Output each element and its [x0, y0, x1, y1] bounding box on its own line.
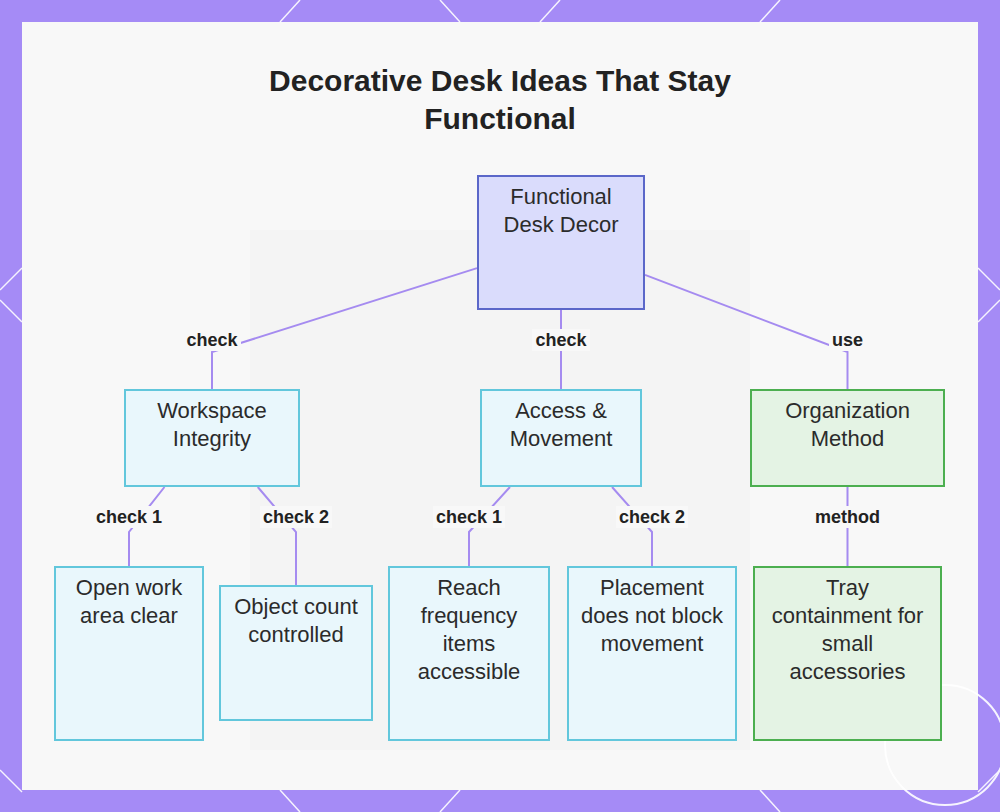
process-box: Access & Movement — [480, 389, 642, 487]
node-text: Tray containment for small accessories — [763, 574, 932, 686]
node-text: Open work area clear — [64, 574, 194, 630]
node-text: Access & Movement — [490, 397, 632, 453]
edge-label: check 2 — [260, 506, 332, 528]
process-box: Reach frequency items accessible — [388, 566, 550, 741]
process-box: Tray containment for small accessories — [753, 566, 942, 741]
edge-label: check — [532, 329, 589, 351]
connector-line — [212, 268, 477, 389]
connector-line — [645, 275, 848, 389]
edge-label: check 2 — [616, 506, 688, 528]
node-text: Reach frequency items accessible — [398, 574, 540, 686]
edge-label: check — [183, 329, 240, 351]
diagram-title: Decorative Desk Ideas That Stay Function… — [220, 62, 780, 138]
edge-label: check 1 — [93, 506, 165, 528]
node-text: Functional Desk Decor — [487, 183, 635, 239]
process-box: Workspace Integrity — [124, 389, 300, 487]
process-box: Open work area clear — [54, 566, 204, 741]
process-box: Object count controlled — [219, 585, 373, 721]
node-text: Workspace Integrity — [134, 397, 290, 453]
connector-line — [258, 487, 296, 585]
node-text: Organization Method — [760, 397, 935, 453]
edge-label: use — [829, 329, 866, 351]
edge-label: check 1 — [433, 506, 505, 528]
process-box: Organization Method — [750, 389, 945, 487]
edge-label: method — [812, 506, 883, 528]
node-text: Object count controlled — [229, 593, 363, 649]
process-box: Placement does not block movement — [567, 566, 737, 741]
node-text: Placement does not block movement — [577, 574, 727, 658]
root-box: Functional Desk Decor — [477, 175, 645, 310]
